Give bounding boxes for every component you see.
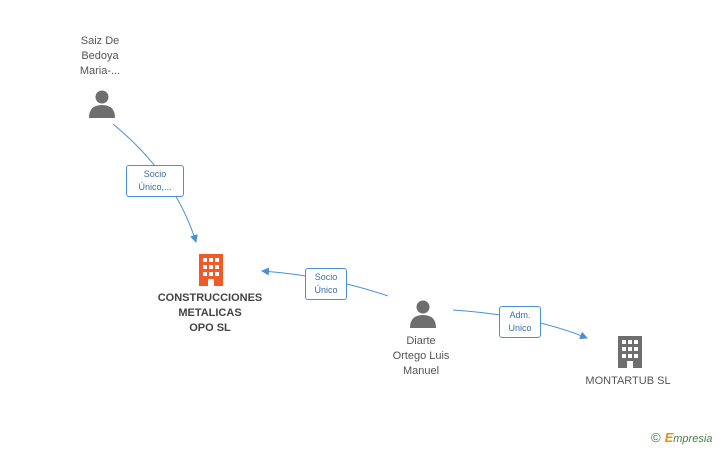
node-label-construcciones[interactable]: CONSTRUCCIONES METALICAS OPO SL (140, 291, 280, 336)
node-label-saiz[interactable]: Saiz De Bedoya Maria-... (60, 34, 140, 79)
label-line: Maria-... (79, 65, 121, 77)
label-line: Saiz De (80, 35, 120, 47)
label-line: METALICAS (178, 307, 242, 319)
label-line: OPO SL (189, 322, 231, 334)
edge-label-line: Adm. (509, 310, 531, 320)
building-icon[interactable] (196, 254, 226, 286)
edge-label-line: Unico (508, 323, 532, 333)
copyright-icon: © (651, 430, 661, 445)
edge-label-line: Socio (143, 169, 167, 179)
node-label-montartub[interactable]: MONTARTUB SL (578, 374, 678, 389)
label-line: Bedoya (81, 50, 119, 62)
label-line: Ortego Luis (392, 350, 450, 362)
brand-logo: ©Empresia (651, 430, 712, 445)
brand-rest: mpresia (673, 433, 713, 445)
edge-label-line: Socio (314, 272, 338, 282)
label-line: Diarte (406, 335, 436, 347)
building-icon[interactable] (615, 336, 645, 368)
edge-label-diarte-to-construcciones[interactable]: Socio Único (305, 268, 347, 300)
edge-label-diarte-to-montartub[interactable]: Adm. Unico (499, 306, 541, 338)
person-icon[interactable] (87, 89, 117, 119)
brand-e: E (664, 430, 674, 445)
edge-label-saiz-to-construcciones[interactable]: Socio Único,... (126, 165, 184, 197)
label-line: MONTARTUB SL (585, 375, 671, 387)
label-line: CONSTRUCCIONES (157, 292, 263, 304)
label-line: Manuel (402, 365, 440, 377)
person-icon[interactable] (408, 299, 438, 329)
edge-label-line: Único,... (138, 182, 172, 192)
edge-label-line: Único (314, 285, 338, 295)
node-label-diarte[interactable]: Diarte Ortego Luis Manuel (375, 334, 467, 379)
